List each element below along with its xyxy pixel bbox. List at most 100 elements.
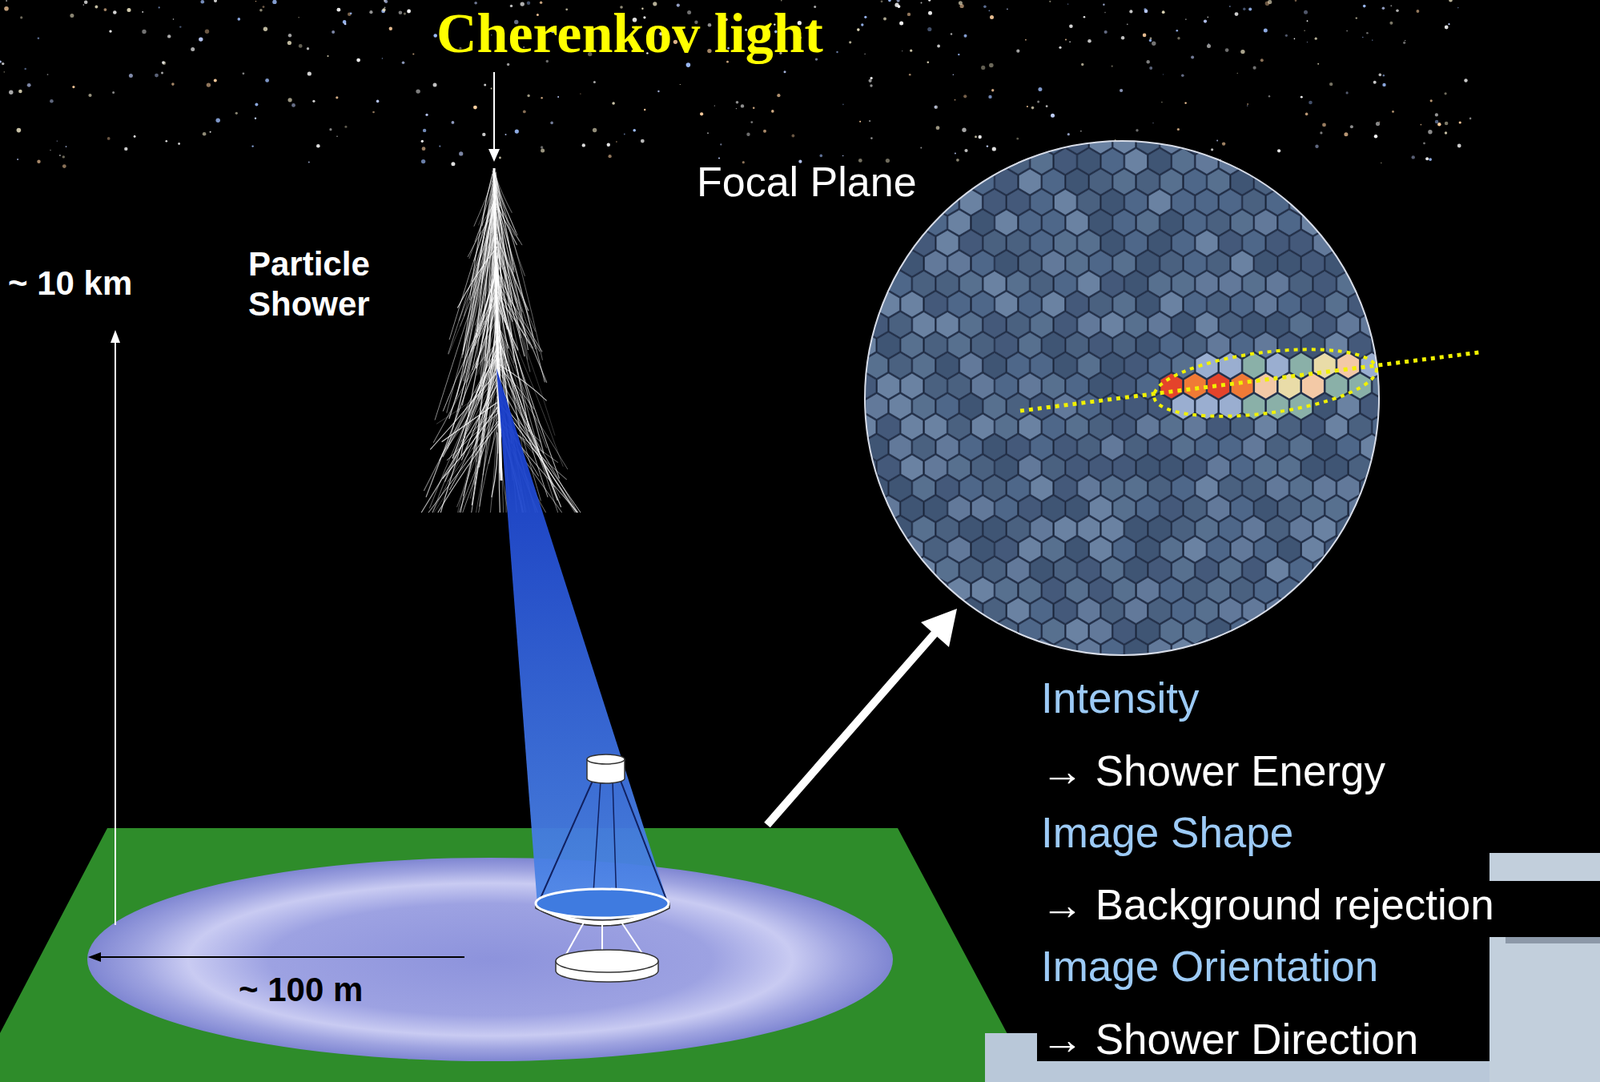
camera-pixel xyxy=(1125,311,1148,338)
focal-plane-outline xyxy=(864,140,1379,656)
camera-pixel xyxy=(1242,229,1266,256)
star xyxy=(1416,9,1420,13)
star xyxy=(213,79,218,83)
star xyxy=(326,55,329,57)
camera-pixel xyxy=(1172,434,1195,460)
camera-pixel xyxy=(876,373,900,399)
text-panel xyxy=(1037,880,1600,937)
star xyxy=(1016,137,1019,141)
particle-track xyxy=(475,356,499,394)
star xyxy=(1135,128,1138,132)
camera-pixel xyxy=(971,577,994,604)
camera-pixel xyxy=(1065,577,1089,604)
camera-pixel xyxy=(1053,434,1077,460)
star xyxy=(1216,139,1219,141)
camera-pixel xyxy=(1136,291,1159,318)
star xyxy=(928,11,933,16)
star xyxy=(498,156,502,160)
star xyxy=(983,5,987,9)
camera-pixel xyxy=(971,209,994,236)
camera-pixel xyxy=(1254,332,1278,358)
star xyxy=(198,36,203,41)
camera-pixel xyxy=(948,168,971,195)
camera-pixel xyxy=(1125,188,1148,215)
star xyxy=(490,88,493,90)
camera-pixel xyxy=(1101,597,1124,624)
camera-pixel xyxy=(841,393,865,419)
star xyxy=(1305,112,1309,117)
star xyxy=(1050,113,1055,118)
camera-pixel xyxy=(1077,556,1101,583)
star xyxy=(856,28,861,32)
star xyxy=(1006,8,1009,10)
star xyxy=(707,132,709,134)
particle-track xyxy=(477,305,499,376)
camera-pixel xyxy=(960,352,983,378)
star xyxy=(1447,23,1450,25)
star xyxy=(1329,82,1333,86)
star xyxy=(1378,73,1383,77)
star xyxy=(255,0,257,2)
camera-pixel xyxy=(1325,250,1348,277)
camera-pixel xyxy=(1077,434,1101,460)
camera-pixel xyxy=(1006,556,1030,583)
star xyxy=(381,57,383,59)
camera-pixel xyxy=(1006,352,1030,378)
camera-pixel xyxy=(1254,209,1278,236)
camera-pixel xyxy=(1207,168,1231,195)
camera-pixel xyxy=(1089,618,1112,644)
camera-pixel xyxy=(912,515,936,542)
star xyxy=(179,25,181,28)
star xyxy=(104,8,108,12)
camera-pixel xyxy=(1042,536,1066,563)
camera-pixel xyxy=(1325,332,1348,358)
camera-pixel xyxy=(1030,597,1054,624)
star xyxy=(526,94,530,97)
camera-pixel xyxy=(1207,454,1231,481)
camera-pixel xyxy=(1136,414,1159,440)
star xyxy=(961,128,966,133)
star xyxy=(907,12,911,17)
camera-pixel xyxy=(1113,250,1136,277)
camera-pixel xyxy=(1053,148,1077,174)
camera-pixel xyxy=(1325,291,1348,318)
star xyxy=(421,159,426,164)
particle-track xyxy=(494,233,529,312)
camera-pixel xyxy=(888,352,912,378)
star xyxy=(1371,39,1373,41)
star xyxy=(1237,72,1239,74)
camera-pixel xyxy=(1030,556,1054,583)
camera-pixel xyxy=(1125,638,1148,664)
camera-pixel xyxy=(1148,311,1171,338)
camera-pixel xyxy=(1254,536,1278,563)
camera-pixel xyxy=(924,577,947,604)
star xyxy=(403,12,407,16)
star xyxy=(141,11,144,13)
star xyxy=(381,8,386,12)
camera-pixel xyxy=(1278,332,1301,358)
star xyxy=(1149,66,1153,70)
star xyxy=(49,149,52,152)
star xyxy=(1161,101,1163,104)
star xyxy=(384,6,386,9)
star xyxy=(869,84,873,87)
star xyxy=(1069,41,1071,44)
star xyxy=(72,85,75,89)
camera-pixel xyxy=(1030,148,1054,174)
star xyxy=(1025,39,1027,41)
camera-pixel xyxy=(971,373,994,399)
star xyxy=(1362,4,1367,9)
zoom-arrow xyxy=(767,608,957,825)
particle-track xyxy=(471,215,494,282)
star xyxy=(1203,20,1207,24)
camera-pixel xyxy=(1030,474,1054,501)
star xyxy=(1185,18,1186,20)
camera-pixel xyxy=(1125,515,1148,542)
image-axis xyxy=(1020,352,1480,411)
star xyxy=(920,1,923,4)
star xyxy=(901,50,903,52)
camera-pixel xyxy=(948,332,971,358)
camera-pixel xyxy=(1053,188,1077,215)
star xyxy=(1322,123,1327,128)
star xyxy=(1444,25,1449,30)
